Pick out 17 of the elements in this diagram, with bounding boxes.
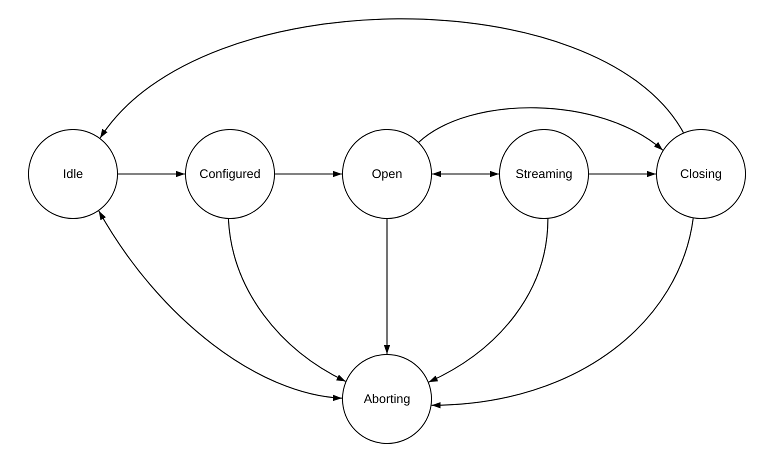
- transition-arrow: [228, 218, 346, 382]
- transition-arrow: [275, 170, 342, 178]
- transition-arrow: [428, 218, 548, 383]
- transition-arrow: [432, 218, 694, 408]
- state-label: Open: [372, 167, 402, 181]
- transition-arrow: [432, 170, 499, 178]
- transition-arrow: [418, 107, 664, 151]
- state-label: Idle: [62, 167, 84, 181]
- state-label: Closing: [680, 167, 722, 181]
- transition-arrow: [100, 18, 684, 138]
- state-label: Streaming: [516, 167, 572, 181]
- transition-arrow: [384, 219, 390, 354]
- state-label: Aborting: [364, 392, 410, 406]
- transition-arrow: [98, 210, 342, 400]
- state-label: Configured: [199, 167, 261, 181]
- transition-arrow: [118, 170, 185, 178]
- transition-arrow: [589, 170, 656, 178]
